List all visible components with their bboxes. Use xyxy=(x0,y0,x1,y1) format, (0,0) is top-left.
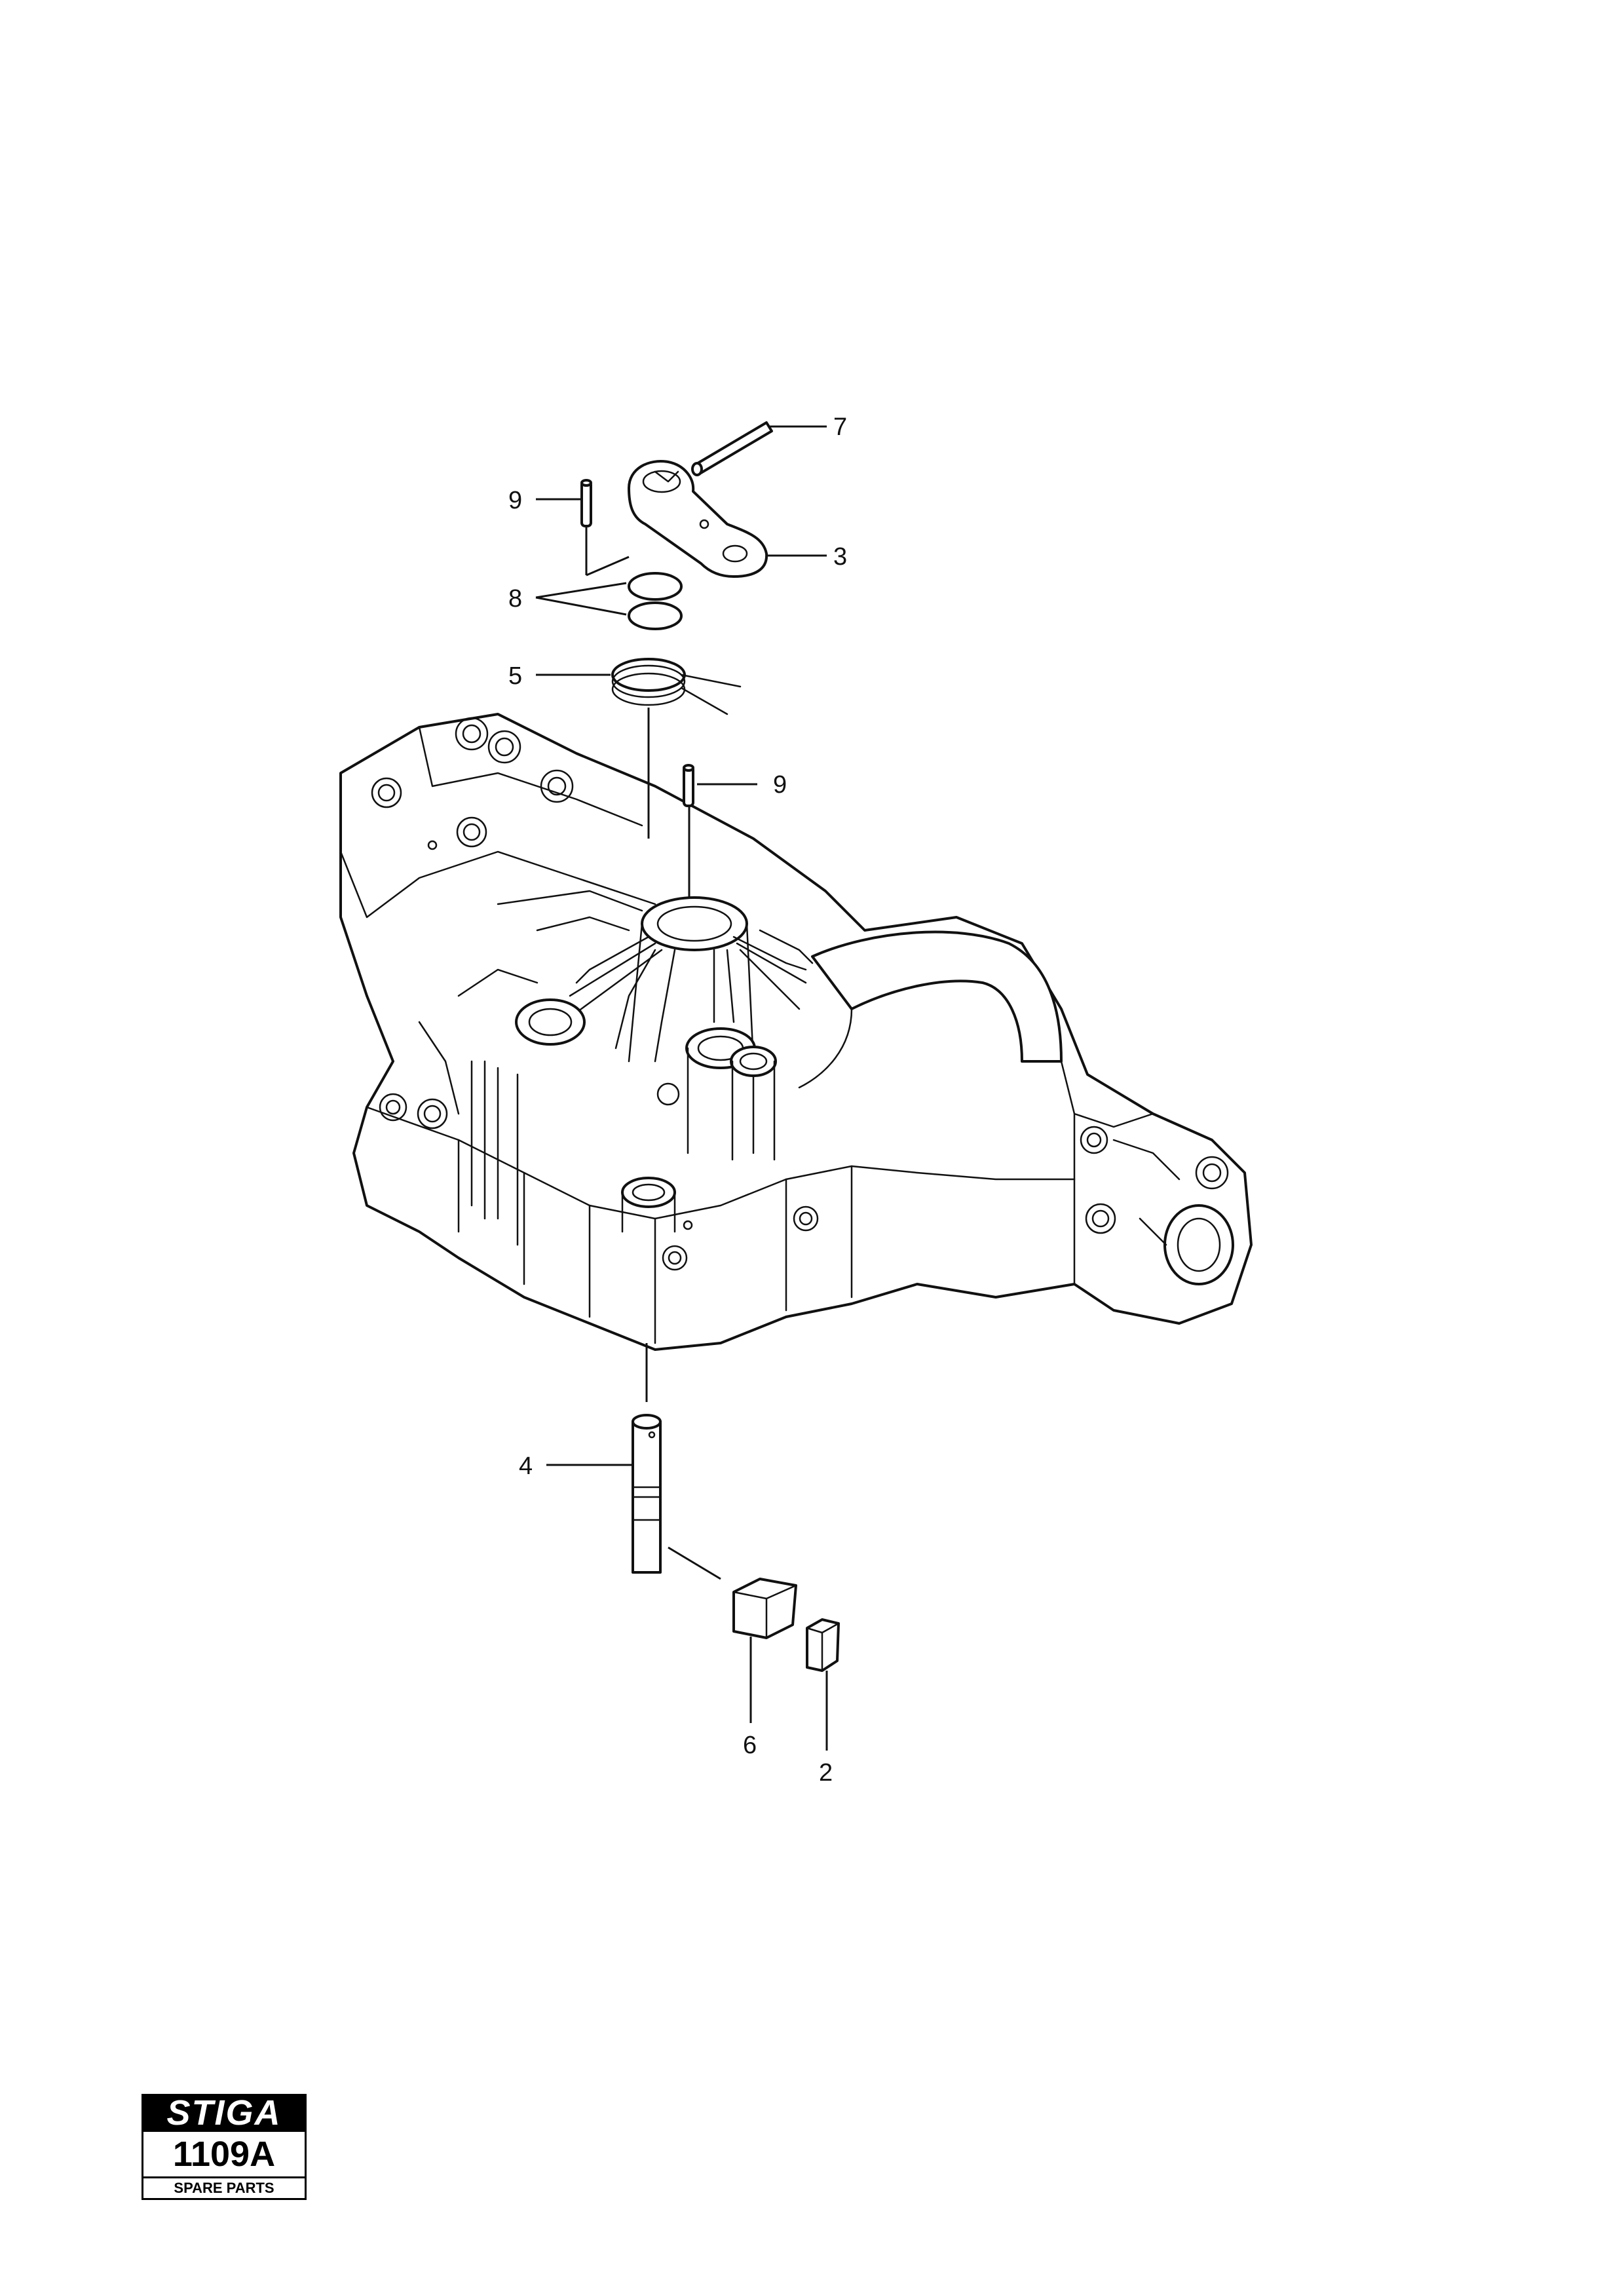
part-3-arm xyxy=(628,460,768,578)
callout-2: 2 xyxy=(819,1759,833,1787)
part-9-roll-pin-upper xyxy=(580,479,592,527)
transmission-housing xyxy=(339,713,1253,1351)
callout-4: 4 xyxy=(519,1452,533,1480)
spare-parts-label: SPARE PARTS xyxy=(142,2176,307,2200)
leader-lines xyxy=(535,425,828,1751)
part-6-block xyxy=(732,1578,797,1639)
diagram-code: 1109A xyxy=(142,2132,307,2176)
callout-8: 8 xyxy=(508,585,522,613)
callout-numbers: 7 9 3 8 5 9 4 6 2 xyxy=(508,413,847,1787)
callout-7: 7 xyxy=(833,413,847,441)
callout-9-lower: 9 xyxy=(773,771,787,799)
part-7-pin xyxy=(691,421,773,476)
callout-5: 5 xyxy=(508,662,522,690)
part-9-roll-pin-lower xyxy=(683,764,694,807)
callout-6: 6 xyxy=(743,1732,757,1759)
part-5-spring xyxy=(611,658,742,715)
callout-9-upper: 9 xyxy=(508,487,522,514)
part-4-shaft xyxy=(632,1414,662,1574)
part-8-o-rings xyxy=(628,572,683,630)
callout-3: 3 xyxy=(833,543,847,571)
part-2-key xyxy=(806,1618,840,1672)
stiga-logo: STIGA xyxy=(142,2094,307,2132)
stiga-spare-parts-badge: STIGA 1109A SPARE PARTS xyxy=(142,2094,307,2200)
